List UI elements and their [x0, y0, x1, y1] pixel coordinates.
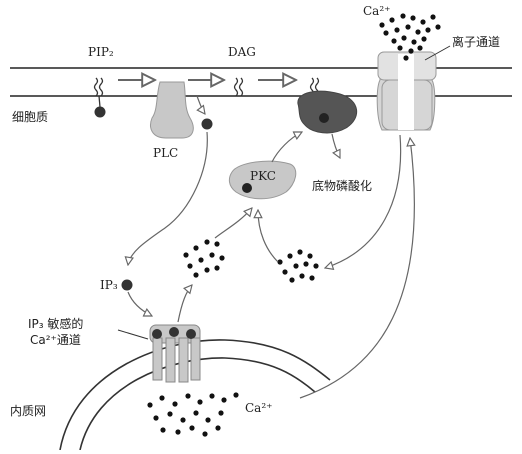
plc-protein — [150, 81, 194, 139]
ip3-molecule-released — [201, 118, 213, 130]
ca-extracellular-label: Ca²⁺ — [363, 4, 390, 18]
ca-dots-cytosol-left — [183, 239, 225, 278]
pip2-molecule — [93, 77, 106, 118]
plasma-membrane — [10, 67, 512, 97]
ip3-to-receptor-arrow — [127, 291, 152, 316]
pkc-label: PKC — [250, 169, 276, 183]
er-label: 内质网 — [10, 404, 46, 418]
cytoplasm-label: 细胞质 — [12, 110, 48, 124]
ion-channel — [376, 51, 437, 131]
plc-to-ip3-arrow — [197, 95, 205, 114]
ion-channel-label: 离子通道 — [452, 34, 500, 49]
ca-right-to-pkc-arrow — [258, 210, 279, 263]
pip2-label: PIP₂ — [88, 45, 114, 59]
plc-label: PLC — [153, 146, 178, 160]
ip3-receptor-label-line2: Ca²⁺通道 — [30, 333, 81, 347]
er-to-ion-channel-arrow — [299, 138, 414, 399]
pkc-to-membrane-arrow — [271, 132, 302, 163]
ca-dots-cytosol-right — [277, 249, 319, 283]
pkc-membrane-dot — [319, 113, 329, 123]
ca-er-label: Ca²⁺ — [245, 401, 272, 415]
substrate-phosphorylation-arrow — [331, 133, 340, 158]
er-inner-membrane — [79, 357, 316, 451]
ion-channel-influx-arrow — [325, 134, 402, 268]
ca-dots-er-lumen — [147, 392, 239, 437]
ip3-diffusion-arrow — [128, 131, 208, 265]
dag-molecule — [233, 77, 244, 97]
substrate-phosphorylation-label: 底物磷酸化 — [312, 178, 372, 193]
active-pkc-membrane — [297, 90, 357, 134]
ca-dots-extracellular — [379, 13, 441, 61]
ip3-receptor-channel — [149, 324, 201, 383]
ca-release-arrow — [177, 285, 192, 323]
pkc-cytosolic-dot — [242, 183, 252, 193]
er-outer-membrane — [59, 339, 331, 451]
dag-label: DAG — [228, 45, 256, 59]
endoplasmic-reticulum — [59, 339, 331, 451]
ip3-receptor-label-line1: IP₃ 敏感的 — [28, 316, 83, 331]
ion-channel-pointer — [424, 45, 451, 61]
ip3-molecule-cytosol — [121, 279, 133, 291]
ip3-label: IP₃ — [100, 278, 118, 292]
ip3-receptor-pointer — [117, 329, 149, 340]
ca-to-pkc-arrow — [214, 208, 252, 239]
